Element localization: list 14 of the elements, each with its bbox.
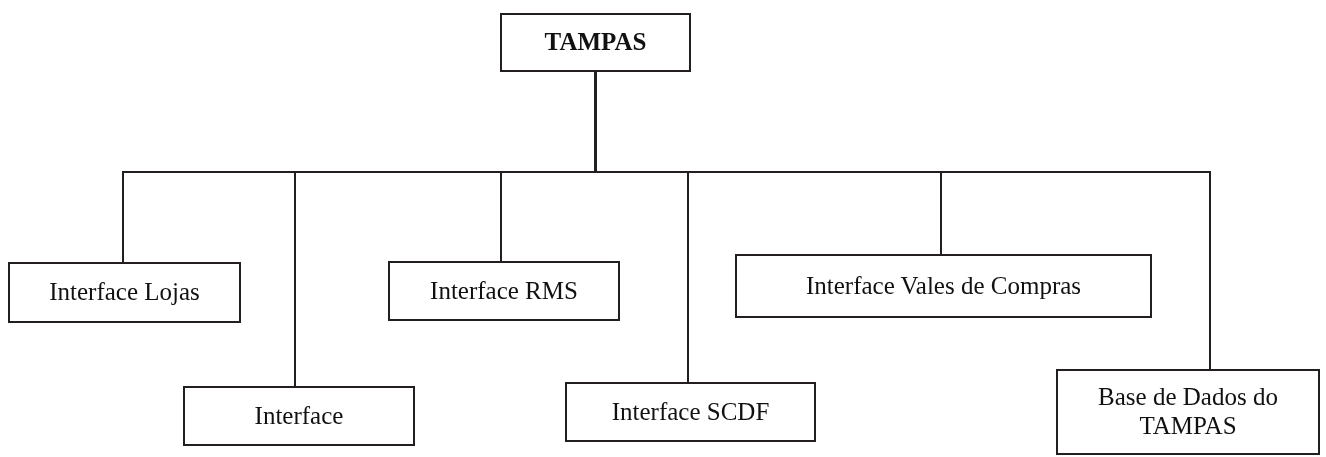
process-box [8,262,241,323]
box-label: Base de Dados do TAMPAS [1097,383,1279,441]
process-box [735,254,1152,318]
box-label: TAMPAS [544,28,647,57]
process-box [500,13,691,72]
process-box [388,261,620,321]
box-label: Interface Lojas [49,278,200,307]
process-box [183,386,415,446]
box-label: Interface RMS [430,276,578,306]
box-label: Interface SCDF [611,397,770,427]
process-box [1056,369,1320,455]
box-label: Interface [254,401,344,431]
box-label: Interface Vales de Compras [805,271,1082,301]
process-box [565,382,816,442]
